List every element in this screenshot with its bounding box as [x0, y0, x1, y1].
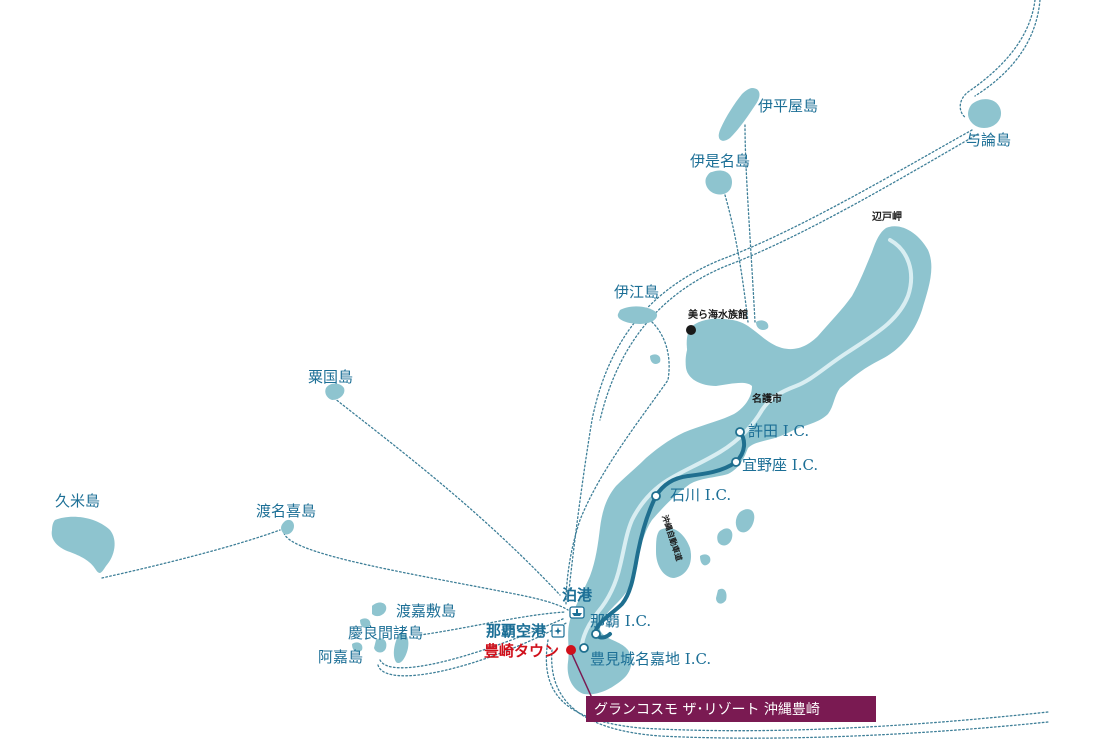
iheya-island-shape: [718, 88, 760, 141]
tomigusuku-town-marker: [566, 645, 576, 655]
route-kerama-3: [377, 621, 569, 677]
route-yoron-north-2: [974, 0, 1041, 97]
islands: [51, 88, 1002, 695]
route-yoron-naha-2: [599, 133, 979, 421]
north-islet-2: [750, 346, 763, 357]
tonaki-island-shape: [281, 519, 294, 535]
route-aguni: [333, 397, 561, 596]
naha-ic-marker: [591, 629, 601, 639]
route-kume: [101, 529, 281, 579]
route-izena: [724, 194, 749, 323]
kume-island-shape: [51, 516, 115, 573]
okinawa-main-island: [567, 226, 932, 695]
churaumi-label: 美ら海水族館: [688, 308, 748, 321]
kyoda-ic-label: 許田 I.C.: [748, 422, 809, 440]
airport-label: 那覇空港: [486, 622, 547, 640]
north-islet-1: [756, 320, 769, 330]
east-islet-2: [717, 528, 733, 546]
route-yoron-naha: [567, 129, 973, 601]
kerama-1-shape: [372, 602, 387, 617]
aguni-label: 粟国島: [308, 368, 353, 386]
hotel-banner: グランコスモ ザ･リゾート 沖縄豊崎: [571, 653, 876, 722]
east-islet-1: [735, 509, 755, 533]
zamami-label: 慶良間諸島: [348, 624, 423, 642]
naha-ic-label: 那覇 I.C.: [590, 612, 651, 630]
hotel-banner-bg: [586, 696, 876, 722]
ie-label: 伊江島: [614, 283, 659, 301]
route-south-2: [551, 649, 1049, 739]
aka-label: 阿嘉島: [318, 648, 363, 666]
kerama-3-shape: [374, 638, 387, 653]
route-tonaki: [283, 532, 569, 611]
izena-island-shape: [705, 170, 732, 195]
yoron-island-shape: [968, 99, 1002, 128]
ishikawa-ic-label: 石川 I.C.: [670, 486, 731, 504]
hedo-label: 辺戸岬: [872, 210, 902, 223]
route-yoron-north: [959, 0, 1036, 119]
ginoza-ic-marker: [731, 457, 741, 467]
tomigusuku-ic-marker: [579, 643, 589, 653]
ishikawa-ic-marker: [651, 491, 661, 501]
ie-island-shape: [617, 306, 658, 324]
markers: [566, 325, 745, 655]
route-kerama-1: [419, 611, 566, 636]
iheya-label: 伊平屋島: [758, 97, 818, 115]
hotel-banner-label: グランコスモ ザ･リゾート 沖縄豊崎: [594, 702, 820, 718]
nago-label: 名護市: [752, 392, 782, 405]
tokashiki-island-shape: [393, 633, 409, 664]
place-labels: 辺戸岬 美ら海水族館 名護市 泊港 那覇空港 豊崎タウン: [484, 210, 902, 660]
ginoza-ic-label: 宜野座 I.C.: [742, 456, 818, 474]
route-kerama-2: [379, 617, 566, 669]
sesoko-islet: [650, 354, 661, 364]
route-south-1: [545, 639, 1049, 732]
tomigusuku-ic-label: 豊見城名嘉地 I.C.: [590, 650, 711, 668]
interchange-labels: 許田 I.C. 宜野座 I.C. 石川 I.C. 那覇 I.C. 豊見城名嘉地 …: [590, 422, 818, 668]
airplane-icon: [551, 624, 565, 638]
ferry-routes: [101, 0, 1049, 739]
east-islet-3: [716, 588, 727, 604]
tomari-label: 泊港: [562, 586, 593, 604]
tonaki-label: 渡名喜島: [256, 502, 316, 520]
izena-label: 伊是名島: [690, 152, 750, 170]
yoron-label: 与論島: [966, 131, 1011, 149]
kume-label: 久米島: [55, 492, 100, 510]
katsuren-peninsula: [656, 528, 692, 578]
ship-icon: [569, 606, 585, 619]
tokashiki-label: 渡嘉敷島: [396, 602, 456, 620]
island-labels: 伊平屋島 伊是名島 与論島 伊江島 粟国島 久米島 渡名喜島 渡嘉敷島 慶良間諸…: [55, 97, 1011, 666]
east-islet-4: [700, 554, 711, 566]
tomigusuku-town-label: 豊崎タウン: [484, 642, 559, 660]
route-iheya: [744, 124, 756, 323]
churaumi-marker: [686, 325, 696, 335]
national-road: [580, 238, 914, 646]
aguni-island-shape: [325, 383, 345, 400]
kerama-4-shape: [352, 642, 363, 652]
motobu-peninsula: [686, 318, 756, 380]
kyoda-ic-marker: [735, 427, 745, 437]
kerama-2-shape: [360, 618, 371, 628]
